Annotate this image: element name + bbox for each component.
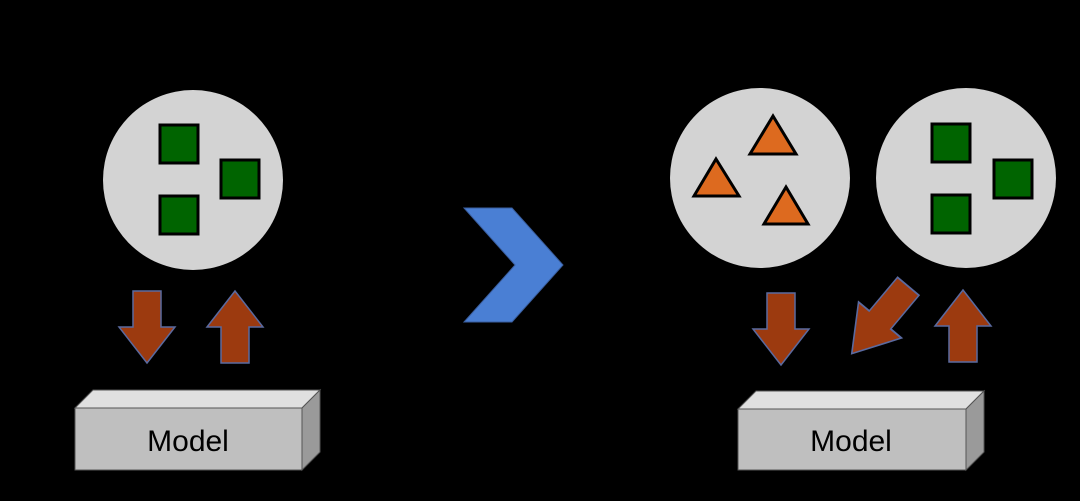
green-square-icon: [158, 194, 200, 236]
model-box-top: [73, 389, 322, 409]
green-square-icon: [992, 158, 1034, 200]
right-model-label: Model: [810, 425, 892, 458]
left-pool-circle: [103, 90, 283, 270]
orange-triangle-icon: [747, 113, 799, 156]
left-data-pool: [103, 90, 283, 270]
diagonal-down-left-arrow-icon: [829, 267, 931, 373]
orange-triangle-icon: [761, 184, 811, 226]
triangle-pool-circle: [670, 88, 850, 268]
green-square-icon: [219, 158, 261, 200]
orange-triangle-icon: [691, 156, 742, 198]
model-box-front: [737, 408, 967, 471]
down-arrow-icon: [752, 292, 810, 366]
left-model-box: Model: [73, 388, 322, 472]
down-arrow-icon: [118, 290, 176, 364]
square-pool-circle: [876, 88, 1056, 268]
model-box-front: [74, 407, 303, 471]
up-arrow-icon: [934, 289, 992, 363]
left-model-label: Model: [147, 425, 229, 458]
left-panel: Model: [73, 90, 322, 472]
green-square-icon: [930, 122, 972, 164]
chevron-right-icon: [462, 207, 564, 323]
green-square-icon: [930, 193, 972, 235]
right-triangle-pool: [670, 88, 850, 268]
right-square-pool: [876, 88, 1056, 268]
up-arrow-icon: [206, 290, 264, 364]
green-square-icon: [158, 123, 200, 165]
right-panel: Model: [670, 88, 1056, 472]
right-model-box: Model: [736, 389, 986, 472]
model-box-top: [736, 390, 986, 410]
